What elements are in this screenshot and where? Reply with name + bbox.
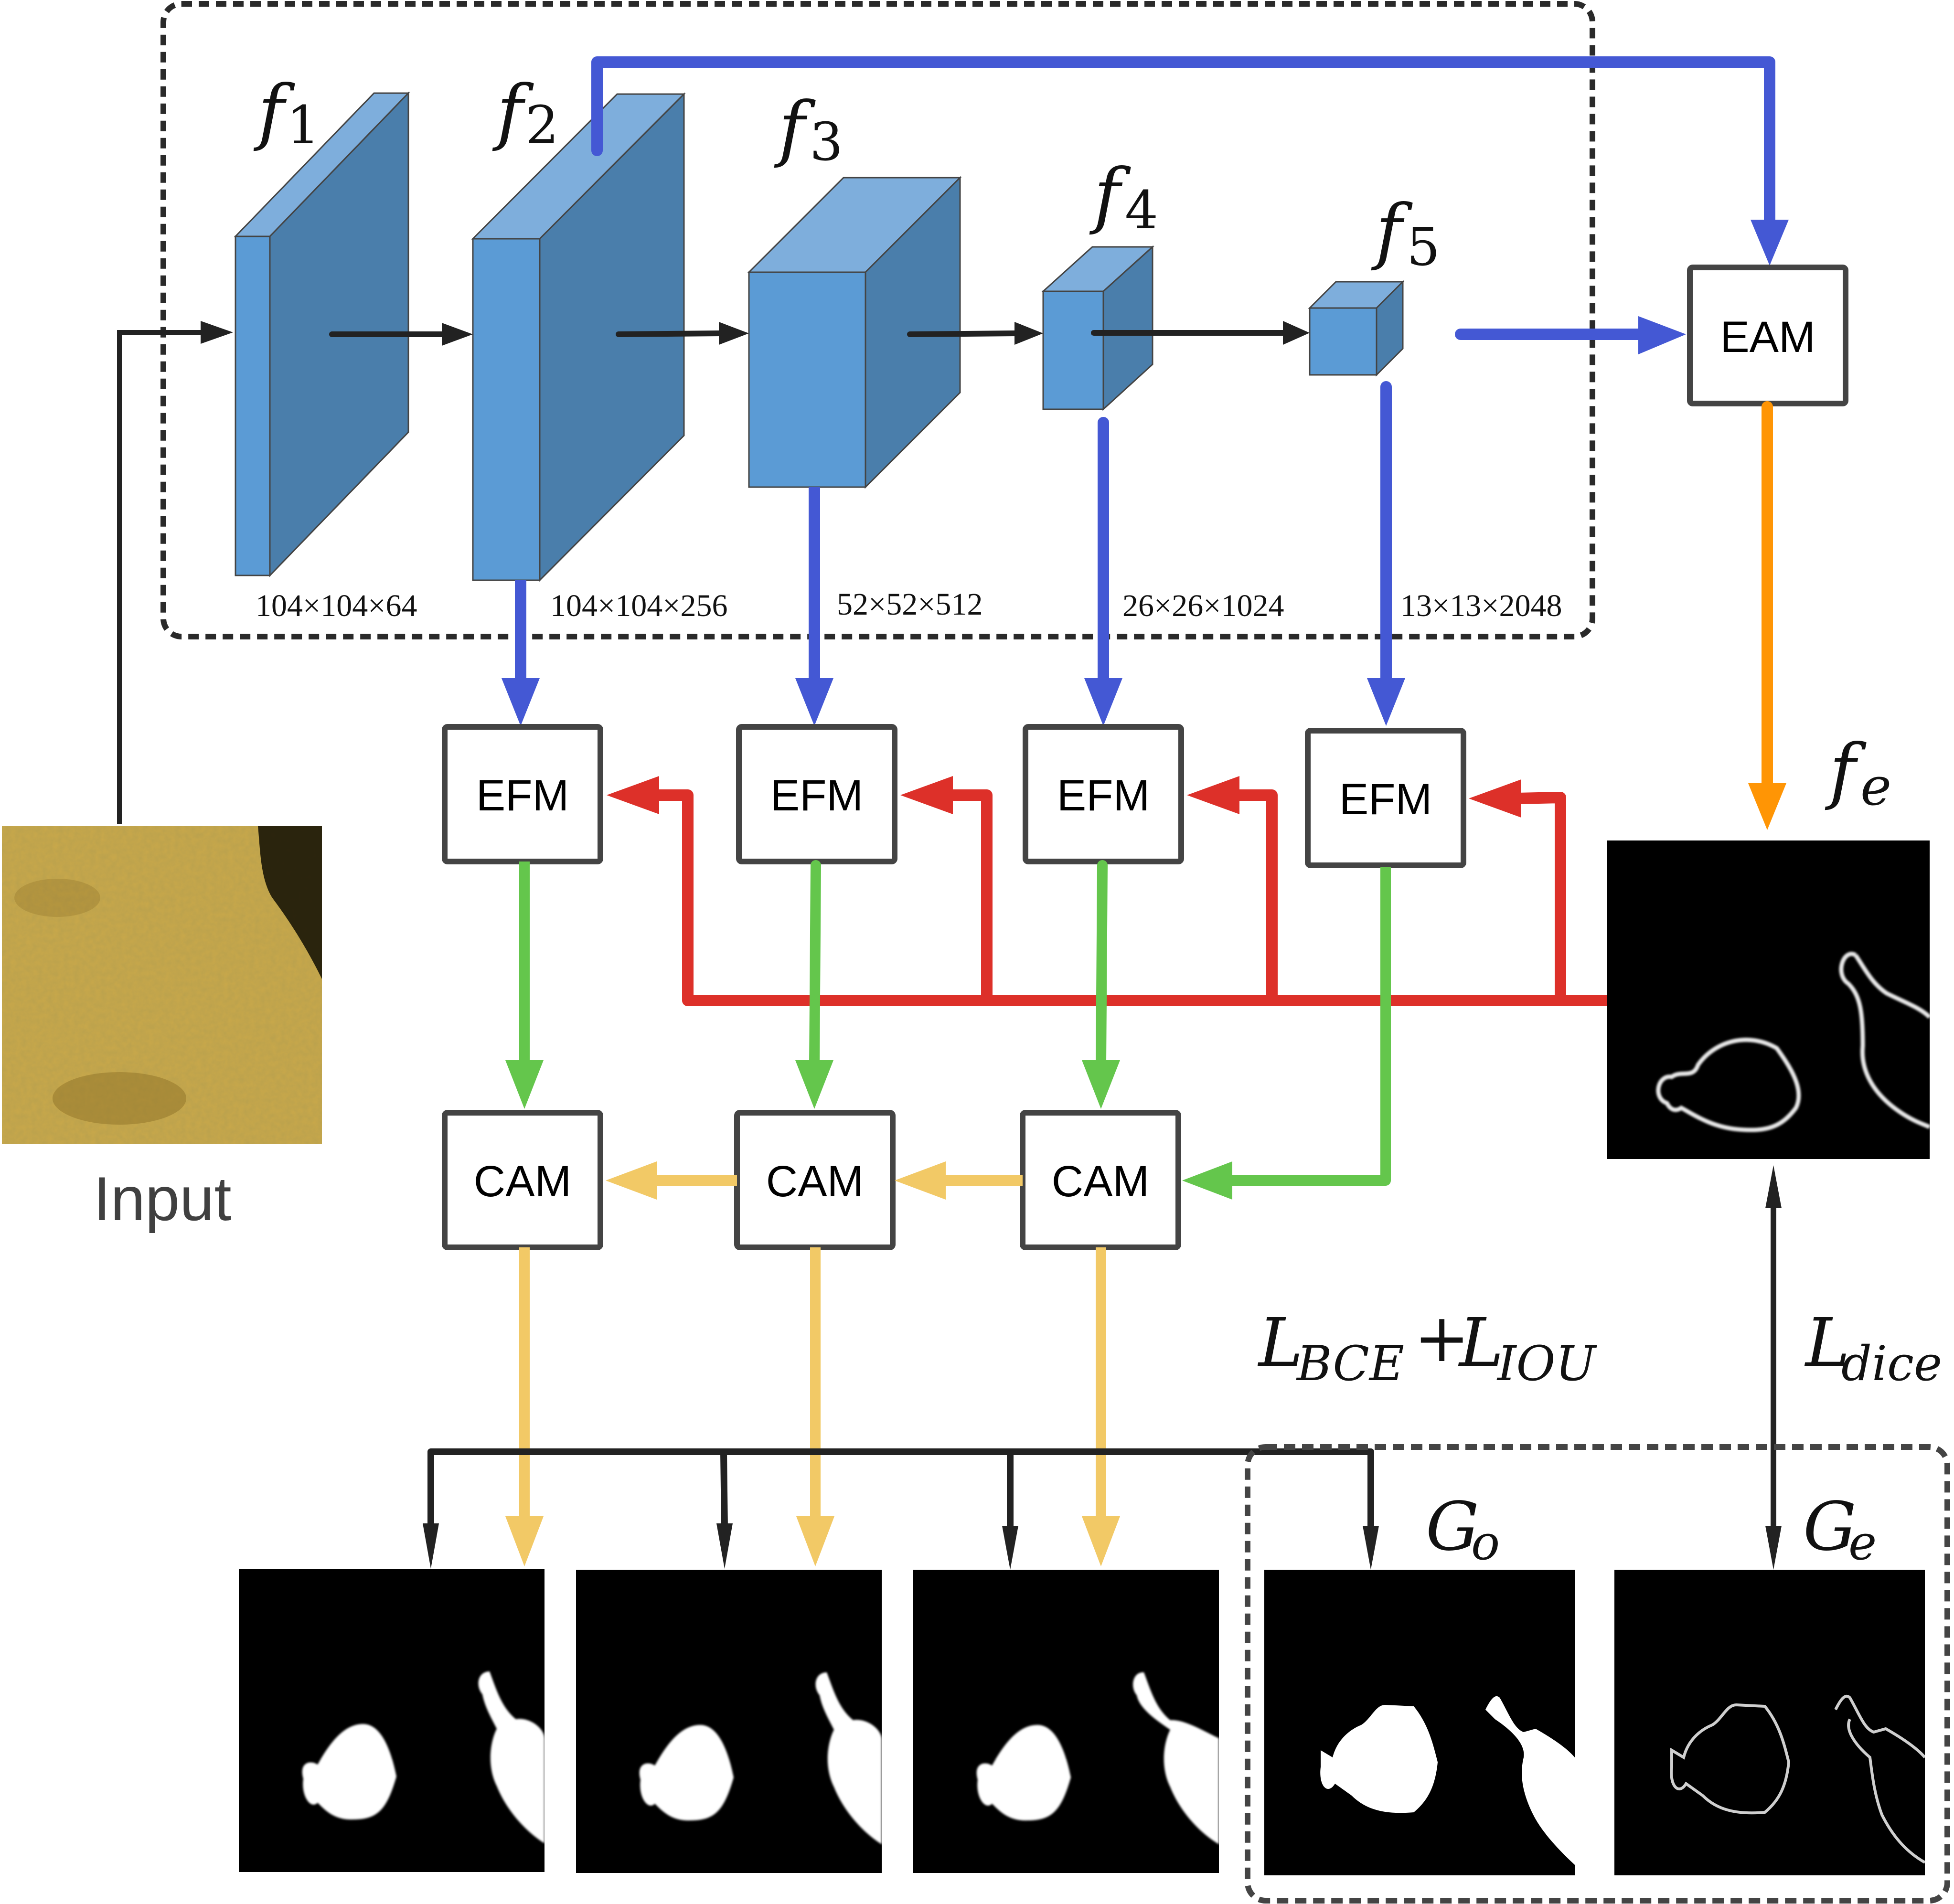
edge-map-fe — [1607, 840, 1930, 1159]
svg-text:e: e — [1848, 1515, 1877, 1571]
loss-dice-label: L dice — [1804, 1304, 1942, 1392]
svg-text:G: G — [1803, 1488, 1857, 1566]
svg-text:IOU: IOU — [1496, 1336, 1597, 1392]
red-arrows — [607, 776, 1607, 1006]
svg-text:EFM: EFM — [770, 771, 863, 820]
svg-text:EFM: EFM — [1339, 775, 1432, 824]
svg-text:CAM: CAM — [1052, 1157, 1149, 1206]
input-label: Input — [93, 1164, 231, 1234]
svg-text:L: L — [1257, 1304, 1303, 1382]
svg-text:CAM: CAM — [474, 1157, 571, 1206]
cam-module-1: CAM — [442, 1110, 603, 1250]
cam-module-2: CAM — [734, 1110, 896, 1250]
prediction-mask-1 — [239, 1569, 545, 1872]
input-arrow — [117, 330, 201, 824]
dice-loss-arrow — [1765, 1165, 1782, 1570]
svg-text:2: 2 — [525, 95, 559, 156]
svg-text:EFM: EFM — [476, 771, 569, 820]
ground-truth-dashed-frame — [1245, 1444, 1950, 1904]
dims-f4: 26×26×1024 — [1122, 588, 1284, 623]
svg-text:3: 3 — [810, 111, 843, 172]
feature-block-f2 — [471, 92, 686, 582]
efm-module-3: EFM — [1023, 724, 1184, 864]
dims-f5: 13×13×2048 — [1400, 588, 1562, 623]
dims-f3: 52×52×512 — [837, 587, 982, 622]
yellow-arrows — [505, 1161, 1120, 1566]
svg-text:+: + — [1414, 1299, 1470, 1377]
svg-text:G: G — [1426, 1488, 1479, 1566]
svg-text:EFM: EFM — [1057, 771, 1150, 820]
svg-text:o: o — [1471, 1515, 1500, 1571]
blue-arrows — [502, 56, 1789, 726]
efm-module-4: EFM — [1305, 728, 1466, 868]
svg-text:1: 1 — [287, 95, 320, 156]
dims-f2: 104×104×256 — [550, 588, 727, 623]
eam-module: EAM — [1687, 265, 1848, 406]
svg-text:4: 4 — [1125, 180, 1158, 241]
cam-module-3: CAM — [1020, 1110, 1181, 1250]
svg-text:5: 5 — [1407, 216, 1440, 277]
green-arrows — [505, 860, 1391, 1200]
label-go: Go — [1426, 1488, 1500, 1571]
prediction-mask-3 — [913, 1570, 1219, 1873]
svg-text:CAM: CAM — [766, 1157, 864, 1206]
ground-truth-object-mask — [1264, 1570, 1575, 1875]
loss-bce-iou-label: L BCE + L IOU — [1257, 1299, 1597, 1392]
svg-text:dice: dice — [1841, 1336, 1942, 1392]
dims-f1: 104×104×64 — [256, 588, 417, 623]
label-ge: Ge — [1803, 1488, 1877, 1571]
backbone-dashed-frame — [160, 1, 1595, 639]
supervision-arrows — [423, 1448, 1379, 1570]
feature-block-f5 — [1308, 280, 1405, 377]
svg-text:BCE: BCE — [1296, 1336, 1404, 1392]
svg-text:L: L — [1804, 1304, 1850, 1382]
ground-truth-edge-map — [1614, 1570, 1925, 1875]
svg-text:L: L — [1458, 1304, 1504, 1382]
input-image — [2, 826, 322, 1144]
prediction-mask-2 — [576, 1570, 882, 1873]
efm-module-1: EFM — [442, 724, 603, 864]
efm-module-2: EFM — [736, 724, 897, 864]
orange-arrow — [1748, 401, 1786, 830]
svg-text:EAM: EAM — [1720, 313, 1815, 362]
feature-block-f4 — [1041, 245, 1154, 411]
encoder-flow-arrows — [329, 321, 1310, 346]
svg-text:e: e — [1860, 756, 1891, 817]
